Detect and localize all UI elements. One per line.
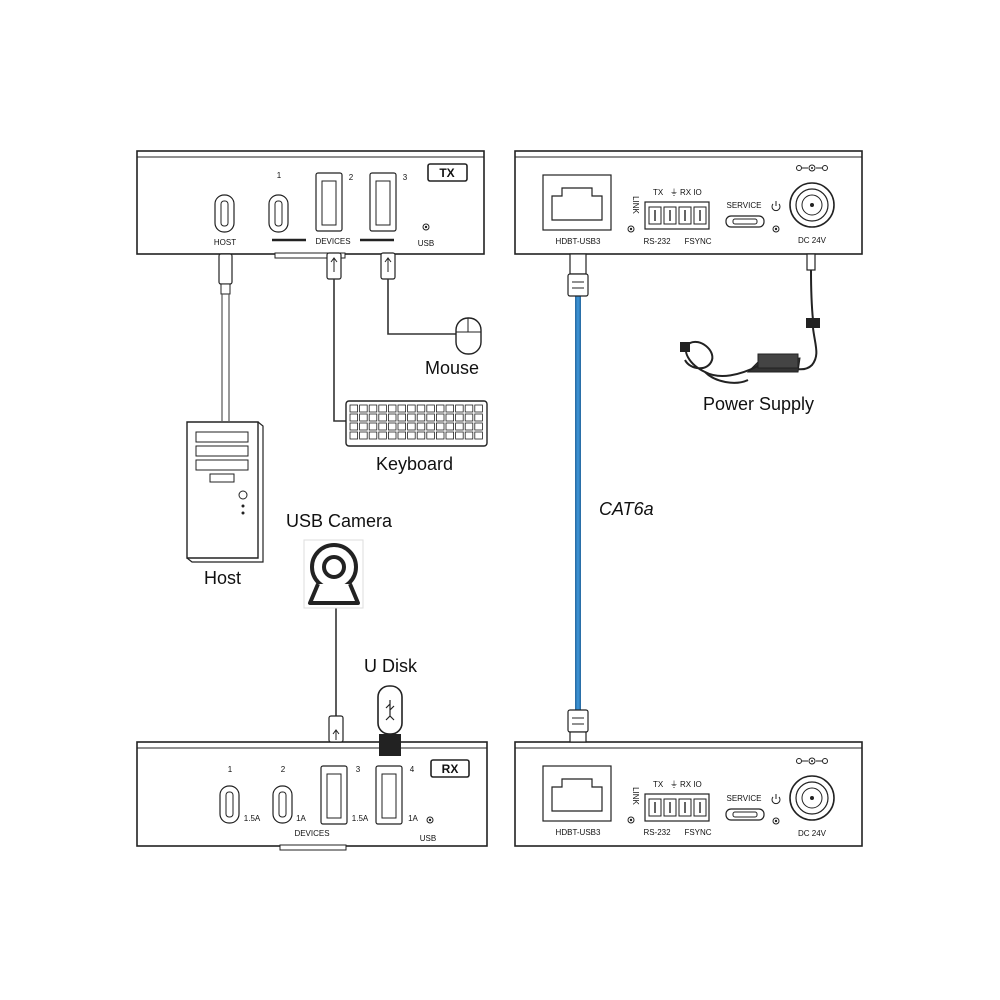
mouse-label: Mouse	[425, 358, 479, 378]
svg-text:3: 3	[403, 173, 408, 182]
svg-text:DC 24V: DC 24V	[798, 236, 827, 245]
svg-text:1A: 1A	[296, 814, 306, 823]
power-adapter-icon	[680, 340, 801, 384]
svg-text:TX: TX	[653, 780, 664, 789]
svg-text:1: 1	[277, 171, 282, 180]
hdbt-panel-top: HDBT-USB3 LINK TX ⏚ RX IO RS-232 FSYNC S…	[514, 150, 863, 255]
svg-text:DC 24V: DC 24V	[798, 829, 827, 838]
cable-label: CAT6a	[599, 499, 654, 519]
polarity-icon	[796, 164, 828, 172]
dc-power-jack	[789, 182, 835, 228]
webcam-icon	[303, 539, 364, 609]
svg-text:DEVICES: DEVICES	[294, 829, 329, 838]
host-label: Host	[204, 568, 241, 588]
rj45-port	[542, 174, 612, 231]
svg-text:TX: TX	[653, 188, 664, 197]
rx-badge: RX	[430, 759, 470, 778]
svg-text:SERVICE: SERVICE	[727, 794, 762, 803]
svg-text:SERVICE: SERVICE	[727, 201, 762, 210]
rj45-port	[542, 765, 612, 822]
svg-text:1: 1	[228, 765, 233, 774]
svg-text:USB: USB	[418, 239, 434, 248]
power-icon	[771, 201, 781, 212]
rx-device-port-1	[219, 785, 240, 824]
svg-text:RX IO: RX IO	[680, 780, 702, 789]
cat6a-cable: CAT6a	[567, 253, 654, 743]
svg-text:HDBT-USB3: HDBT-USB3	[556, 237, 601, 246]
rx-device-port-3	[320, 765, 348, 825]
svg-text:1.5A: 1.5A	[352, 814, 369, 823]
svg-text:2: 2	[281, 765, 286, 774]
keyboard-icon	[345, 400, 488, 447]
svg-text:1A: 1A	[408, 814, 418, 823]
terminal-block: TX ⏚ RX IO	[644, 780, 710, 822]
svg-text:2: 2	[349, 173, 354, 182]
host-pc-icon	[186, 421, 264, 563]
polarity-icon	[796, 757, 828, 765]
terminal-block: TX ⏚ RX IO	[644, 188, 710, 230]
keyboard-cable	[326, 252, 346, 422]
tx-unit: TX HOST 1 2 3 DEVICES USB	[136, 150, 485, 259]
tx-badge: TX	[427, 163, 468, 182]
svg-text:RS-232: RS-232	[643, 828, 671, 837]
svg-text:3: 3	[356, 765, 361, 774]
camera-label: USB Camera	[286, 511, 393, 531]
mouse-icon	[455, 317, 482, 355]
service-port	[725, 215, 765, 228]
dc-power-jack	[789, 775, 835, 821]
rx-device-port-4	[375, 765, 403, 825]
rj45-plug-bottom	[567, 709, 589, 743]
svg-text:FSYNC: FSYNC	[684, 828, 711, 837]
svg-text:FSYNC: FSYNC	[684, 237, 711, 246]
power-cable	[784, 253, 820, 371]
svg-text:USB: USB	[420, 834, 436, 843]
svg-text:1.5A: 1.5A	[244, 814, 261, 823]
host-usb-c-port	[214, 194, 235, 233]
svg-text:DEVICES: DEVICES	[315, 237, 350, 246]
udisk-label: U Disk	[364, 656, 418, 676]
service-port	[725, 808, 765, 821]
svg-text:LINK: LINK	[631, 196, 640, 214]
camera-cable	[328, 605, 344, 743]
keyboard-label: Keyboard	[376, 454, 453, 474]
svg-text:LINK: LINK	[631, 787, 640, 805]
svg-text:⏚: ⏚	[670, 780, 678, 789]
usb-flash-drive-icon	[377, 685, 403, 756]
tx-device-port-2	[315, 172, 343, 232]
svg-text:HOST: HOST	[214, 238, 236, 247]
svg-text:⏚: ⏚	[670, 188, 678, 197]
rx-unit: RX 1 1.5A 2 1A 3 1.5A 4 1A DEVICES USB	[136, 741, 488, 851]
svg-text:HDBT-USB3: HDBT-USB3	[556, 828, 601, 837]
power-supply-label: Power Supply	[703, 394, 814, 414]
svg-text:TX: TX	[439, 166, 454, 180]
rj45-plug-top	[567, 253, 589, 297]
tx-device-port-3	[369, 172, 397, 232]
svg-text:RX: RX	[442, 762, 459, 776]
hdbt-panel-bottom: HDBT-USB3 LINK TX ⏚ RX IO RS-232 FSYNC S…	[514, 741, 863, 847]
tx-device-port-1	[268, 194, 289, 233]
svg-text:4: 4	[410, 765, 415, 774]
power-icon	[771, 794, 781, 805]
rx-device-port-2	[272, 785, 293, 824]
svg-text:RX IO: RX IO	[680, 188, 702, 197]
mouse-cable	[380, 252, 456, 335]
host-cable	[218, 253, 233, 421]
svg-text:RS-232: RS-232	[643, 237, 671, 246]
